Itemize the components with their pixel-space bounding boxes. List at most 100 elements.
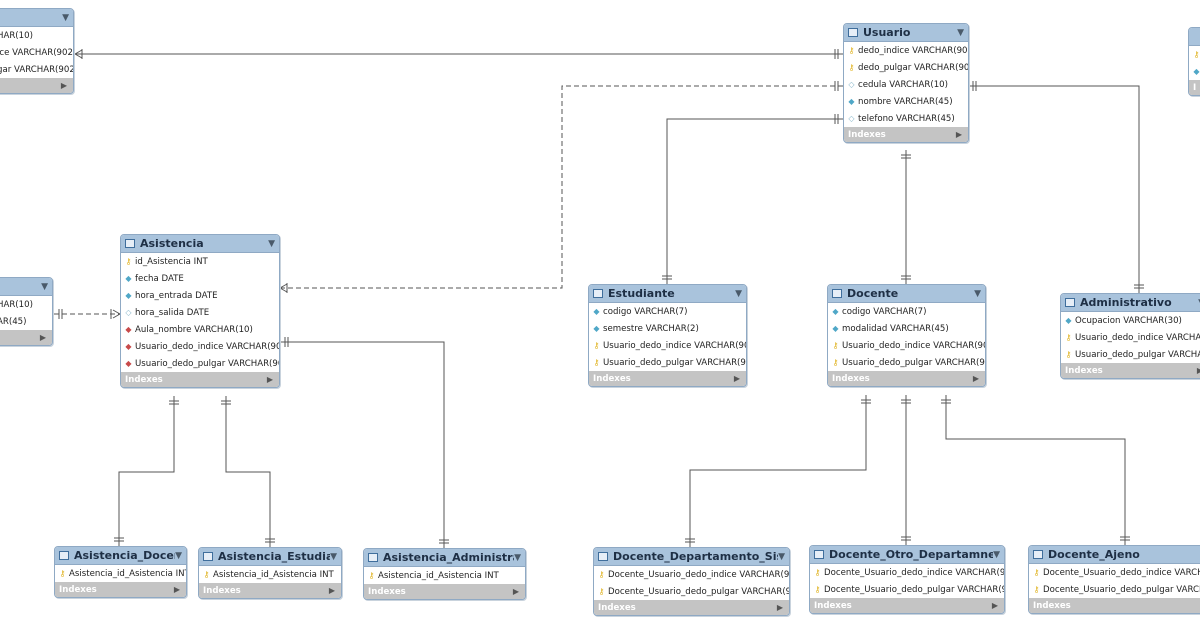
indexes-bar[interactable]: ▶	[0, 78, 73, 93]
table-column[interactable]: ◆nombre VARCHAR(45)	[844, 93, 968, 110]
table-column[interactable]: ◆semestre VARCHAR(2)	[589, 320, 746, 337]
table-asistencia[interactable]: Asistencia▼⚷id_Asistencia INT◆fecha DATE…	[120, 234, 280, 388]
table-header[interactable]: ▼	[0, 278, 52, 296]
table-asistencia-docente[interactable]: Asistencia_Docente▼⚷Asistencia_id_Asiste…	[54, 546, 187, 598]
collapse-arrow-icon[interactable]: ▼	[268, 238, 275, 249]
table-column[interactable]: ⚷Usuario_dedo_indice VARCHAR(902)	[589, 337, 746, 354]
table-header[interactable]: Docente_Departamento_Sistema▼	[594, 548, 789, 566]
collapse-arrow-icon[interactable]: ▼	[175, 550, 182, 561]
table-docente-departamento-sistema[interactable]: Docente_Departamento_Sistema▼ ⚷Docente_Us…	[593, 547, 790, 616]
table-header[interactable]: Docente_Ajeno▼	[1029, 546, 1200, 564]
table-header[interactable]: Asistencia_Administrativo▼	[364, 549, 525, 567]
table-column[interactable]: ⚷dedo_indice VARCHAR(902)	[844, 42, 968, 59]
table-docente-otro-departamneto[interactable]: Docente_Otro_Departamneto▼⚷Docente_Usuar…	[809, 545, 1005, 614]
expand-arrow-icon[interactable]: ▶	[955, 130, 962, 139]
table-header[interactable]: Docente▼	[828, 285, 985, 303]
expand-arrow-icon[interactable]: ▶	[733, 374, 740, 383]
collapse-arrow-icon[interactable]: ▼	[41, 281, 48, 292]
table-partial-top-left[interactable]: ▼ HAR(10)ice VARCHAR(902)gar VARCHAR(902)…	[0, 8, 74, 94]
table-usuario[interactable]: Usuario▼⚷dedo_indice VARCHAR(902)⚷dedo_p…	[843, 23, 969, 143]
table-column[interactable]: ◇cedula VARCHAR(10)	[844, 76, 968, 93]
table-column[interactable]: ⚷Docente_Usuario_dedo_pulgar VARCHAR(	[1029, 581, 1200, 598]
table-header[interactable]: Administrativo▼	[1061, 294, 1200, 312]
table-column[interactable]: ◆fecha DATE	[121, 270, 279, 287]
table-column[interactable]: HAR(10)	[0, 296, 52, 313]
table-partial-mid-left[interactable]: ▼ HAR(10)AR(45) ▶	[0, 277, 53, 346]
table-column[interactable]: ◆Ocupacion VARCHAR(30)	[1061, 312, 1200, 329]
expand-arrow-icon[interactable]: ▶	[60, 81, 67, 90]
indexes-bar[interactable]: Indexes▶	[810, 598, 1004, 613]
table-column[interactable]: ◆Usuario_dedo_indice VARCHAR(902)	[121, 338, 279, 355]
table-header[interactable]: ▼	[1189, 28, 1200, 46]
collapse-arrow-icon[interactable]: ▼	[1198, 298, 1200, 308]
expand-arrow-icon[interactable]: ▶	[173, 585, 180, 594]
collapse-arrow-icon[interactable]: ▼	[778, 551, 785, 562]
table-column[interactable]: ⚷Usuario_dedo_pulgar VARCHAR(902)	[828, 354, 985, 371]
indexes-bar[interactable]: Indexes▶	[1061, 363, 1200, 378]
table-column[interactable]: ⚷Docente_Usuario_dedo_pulgar VARCHAR(902…	[810, 581, 1004, 598]
expand-arrow-icon[interactable]: ▶	[1197, 366, 1200, 375]
indexes-bar[interactable]: Indexes▶	[199, 583, 341, 598]
table-header[interactable]: Asistencia_Docente▼	[55, 547, 186, 565]
table-asistencia-administrativo[interactable]: Asistencia_Administrativo▼⚷Asistencia_id…	[363, 548, 526, 600]
table-partial-top-right[interactable]: ▼⚷◆I▶	[1188, 27, 1200, 96]
table-header[interactable]: Asistencia▼	[121, 235, 279, 253]
table-asistencia-estudiante[interactable]: Asistencia_Estudiante▼⚷Asistencia_id_Asi…	[198, 547, 342, 599]
indexes-bar[interactable]: Indexes▶	[1029, 598, 1200, 613]
table-column[interactable]: ◆codigo VARCHAR(7)	[589, 303, 746, 320]
expand-arrow-icon[interactable]: ▶	[991, 601, 998, 610]
table-column[interactable]: ⚷dedo_pulgar VARCHAR(902)	[844, 59, 968, 76]
expand-arrow-icon[interactable]: ▶	[512, 587, 519, 596]
table-column[interactable]: ice VARCHAR(902)	[0, 44, 73, 61]
indexes-bar[interactable]: Indexes▶	[364, 584, 525, 599]
table-docente[interactable]: Docente▼◆codigo VARCHAR(7)◆modalidad VAR…	[827, 284, 986, 387]
table-header[interactable]: Usuario▼	[844, 24, 968, 42]
expand-arrow-icon[interactable]: ▶	[776, 603, 783, 612]
table-column[interactable]: ◆Usuario_dedo_pulgar VARCHAR(902)	[121, 355, 279, 372]
collapse-arrow-icon[interactable]: ▼	[957, 27, 964, 38]
table-column[interactable]: ◆codigo VARCHAR(7)	[828, 303, 985, 320]
collapse-arrow-icon[interactable]: ▼	[974, 288, 981, 299]
table-column[interactable]: ⚷id_Asistencia INT	[121, 253, 279, 270]
indexes-bar[interactable]: Indexes▶	[589, 371, 746, 386]
collapse-arrow-icon[interactable]: ▼	[62, 12, 69, 23]
collapse-arrow-icon[interactable]: ▼	[514, 552, 521, 563]
expand-arrow-icon[interactable]: ▶	[328, 586, 335, 595]
table-column[interactable]: ◆hora_entrada DATE	[121, 287, 279, 304]
table-column[interactable]: AR(45)	[0, 313, 52, 330]
table-column[interactable]: ⚷Usuario_dedo_pulgar VARCHAR(902)	[589, 354, 746, 371]
table-header[interactable]: Docente_Otro_Departamneto▼	[810, 546, 1004, 564]
table-column[interactable]: ◆modalidad VARCHAR(45)	[828, 320, 985, 337]
expand-arrow-icon[interactable]: ▶	[972, 374, 979, 383]
expand-arrow-icon[interactable]: ▶	[39, 333, 46, 342]
indexes-bar[interactable]: ▶	[0, 330, 52, 345]
table-column[interactable]: ◆Aula_nombre VARCHAR(10)	[121, 321, 279, 338]
indexes-bar[interactable]: Indexes▶	[55, 582, 186, 597]
table-docente-ajeno[interactable]: Docente_Ajeno▼⚷Docente_Usuario_dedo_indi…	[1028, 545, 1200, 614]
table-column[interactable]: HAR(10)	[0, 27, 73, 44]
expand-arrow-icon[interactable]: ▶	[266, 375, 273, 384]
table-column[interactable]: ◇hora_salida DATE	[121, 304, 279, 321]
indexes-bar[interactable]: Indexes▶	[828, 371, 985, 386]
collapse-arrow-icon[interactable]: ▼	[993, 549, 1000, 560]
collapse-arrow-icon[interactable]: ▼	[330, 551, 337, 562]
table-header[interactable]: Estudiante▼	[589, 285, 746, 303]
table-column[interactable]: ⚷Asistencia_id_Asistencia INT	[55, 565, 186, 582]
table-column[interactable]: ◆	[1189, 63, 1200, 80]
table-column[interactable]: ⚷Docente_Usuario_dedo_pulgar VARCHAR(902…	[594, 583, 789, 600]
table-administrativo[interactable]: Administrativo▼◆Ocupacion VARCHAR(30)⚷Us…	[1060, 293, 1200, 379]
table-column[interactable]: ⚷Asistencia_id_Asistencia INT	[199, 566, 341, 583]
table-column[interactable]: ◇telefono VARCHAR(45)	[844, 110, 968, 127]
table-column[interactable]: ⚷Usuario_dedo_indice VARCHAR(9	[1061, 329, 1200, 346]
indexes-bar[interactable]: Indexes▶	[121, 372, 279, 387]
table-header[interactable]: Asistencia_Estudiante▼	[199, 548, 341, 566]
table-column[interactable]: ⚷Docente_Usuario_dedo_indice VARCHAR(	[1029, 564, 1200, 581]
indexes-bar[interactable]: Indexes▶	[594, 600, 789, 615]
table-column[interactable]: gar VARCHAR(902)	[0, 61, 73, 78]
collapse-arrow-icon[interactable]: ▼	[735, 288, 742, 299]
table-column[interactable]: ⚷	[1189, 46, 1200, 63]
table-estudiante[interactable]: Estudiante▼◆codigo VARCHAR(7)◆semestre V…	[588, 284, 747, 387]
table-column[interactable]: ⚷Usuario_dedo_pulgar VARCHAR(9	[1061, 346, 1200, 363]
table-column[interactable]: ⚷Docente_Usuario_dedo_indice VARCHAR(902…	[810, 564, 1004, 581]
indexes-bar[interactable]: I▶	[1189, 80, 1200, 95]
